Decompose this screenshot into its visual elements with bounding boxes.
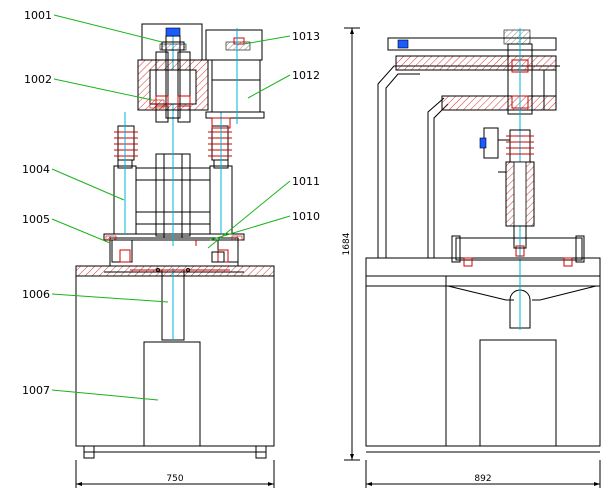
label-1013: 1013 xyxy=(292,30,320,43)
label-1007: 1007 xyxy=(22,384,50,397)
label-1011: 1011 xyxy=(292,175,320,188)
label-1005: 1005 xyxy=(22,213,50,226)
dimension-side-width: 892 xyxy=(474,474,491,484)
side-base-cabinet xyxy=(365,275,601,447)
side-table xyxy=(455,237,583,261)
dimension-front-width: 750 xyxy=(166,474,183,484)
dimension-lines xyxy=(75,27,601,488)
side-door xyxy=(479,339,557,447)
front-spring-left xyxy=(114,125,138,161)
front-motor-1012 xyxy=(211,59,261,113)
side-view xyxy=(365,28,601,453)
label-1010: 1010 xyxy=(292,210,320,223)
label-1001: 1001 xyxy=(24,9,52,22)
label-1004: 1004 xyxy=(22,163,50,176)
front-spring-right xyxy=(208,125,232,161)
side-mid-arm xyxy=(441,95,557,111)
leader-lines xyxy=(51,14,291,401)
label-1006: 1006 xyxy=(22,288,50,301)
label-1012: 1012 xyxy=(292,69,320,82)
front-door-1007 xyxy=(143,341,201,447)
front-base-cabinet xyxy=(75,265,275,447)
dimension-height: 1684 xyxy=(342,232,352,255)
label-1002: 1002 xyxy=(24,73,52,86)
front-view xyxy=(75,23,275,459)
